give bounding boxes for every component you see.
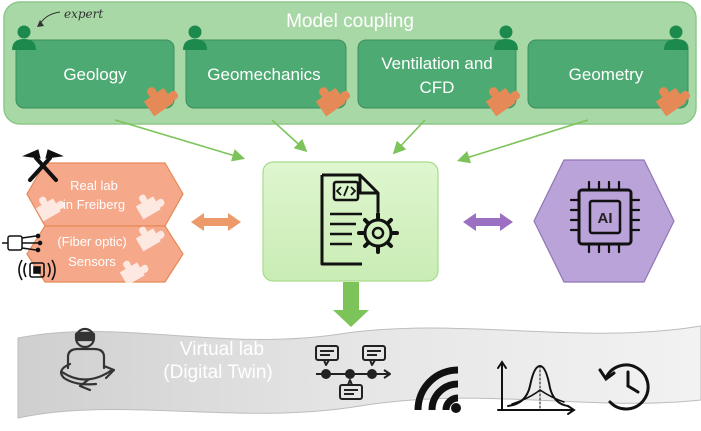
ai-label: AI: [598, 210, 613, 227]
module-geometry: Geometry: [527, 25, 693, 117]
model-coupling-group: Model coupling expert Geology Geomechani…: [3, 1, 697, 125]
fiber-optic-icon: [2, 233, 43, 253]
virtual-lab-line2: (Digital Twin): [163, 362, 272, 383]
ai-group: AI: [533, 159, 675, 283]
down-arrow-center-to-virtual-lab: [333, 282, 369, 327]
sensors-line1: (Fiber optic): [57, 234, 126, 249]
ai-hexagon: [533, 159, 675, 283]
center-model-box: [262, 161, 439, 282]
wireless-signal-icon: [414, 366, 461, 413]
virtual-lab-line1: Virtual lab: [180, 339, 264, 360]
crossed-hammers-icon: [22, 149, 64, 182]
arrow-geomechanics-to-center: [271, 119, 308, 153]
module-ventilation-label-line1: Ventilation and: [381, 54, 493, 73]
timeline-icon: [315, 345, 391, 400]
expert-annotation-arrowhead: [37, 20, 44, 27]
sensors-line2: Sensors: [68, 254, 116, 269]
module-geomechanics-label: Geomechanics: [207, 65, 320, 84]
module-geomechanics: Geomechanics: [183, 25, 353, 117]
coupling-arrows: [114, 119, 589, 164]
module-ventilation-cfd: Ventilation and CFD: [357, 25, 523, 117]
distribution-chart-icon: [497, 360, 576, 415]
virtual-lab-band: Virtual lab (Digital Twin): [17, 325, 701, 419]
arrow-geometry-to-center: [456, 119, 589, 164]
real-lab-group: Real lab in Freiberg: [26, 162, 184, 227]
virtual-lab-ribbon: [17, 325, 701, 419]
module-geology: Geology: [12, 25, 181, 117]
double-arrow-center-ai: [463, 213, 513, 231]
wireless-sensor-icon: [18, 259, 56, 281]
module-ventilation-label-line2: CFD: [420, 78, 455, 97]
module-geology-label: Geology: [63, 65, 127, 84]
expert-annotation: expert: [64, 7, 103, 21]
arrow-geology-to-center: [114, 119, 246, 162]
arrow-ventilation-to-center: [392, 119, 426, 155]
real-lab-line2: in Freiberg: [63, 197, 125, 212]
real-lab-line1: Real lab: [70, 178, 118, 193]
vr-headset-person-icon: [60, 327, 116, 392]
module-geometry-label: Geometry: [569, 65, 644, 84]
double-arrow-real-lab-center: [191, 213, 241, 231]
ai-chip-icon: [569, 180, 641, 254]
code-document-gear-icon: [320, 173, 399, 266]
sensors-group: (Fiber optic) Sensors: [26, 218, 184, 286]
history-clock-icon: [598, 363, 650, 411]
model-coupling-title: Model coupling: [286, 11, 414, 32]
